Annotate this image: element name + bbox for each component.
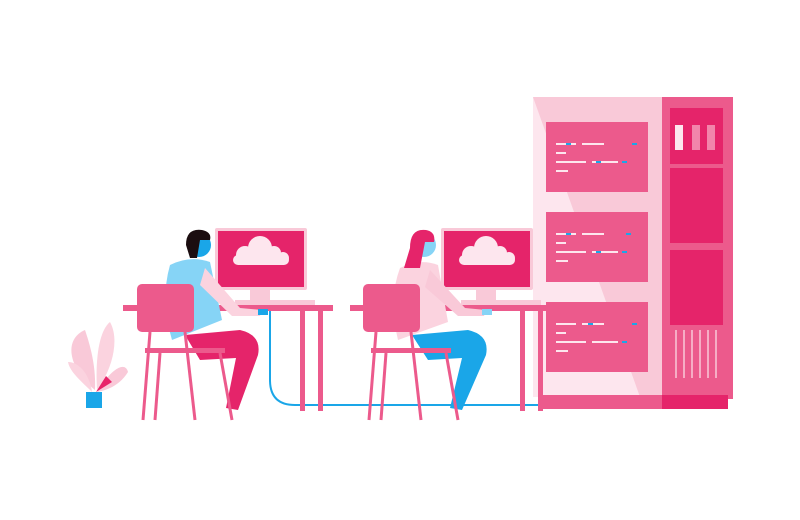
- chair: [363, 284, 460, 421]
- plant-pot: [86, 392, 102, 408]
- server-rack: [533, 97, 733, 409]
- server-screen: [546, 122, 648, 372]
- plant: [68, 322, 128, 408]
- network-cable: [269, 310, 540, 406]
- monitor: [215, 228, 315, 305]
- workstation-2: [350, 228, 562, 421]
- chair: [137, 284, 234, 421]
- monitor: [441, 228, 541, 305]
- workstation-1: [123, 228, 333, 421]
